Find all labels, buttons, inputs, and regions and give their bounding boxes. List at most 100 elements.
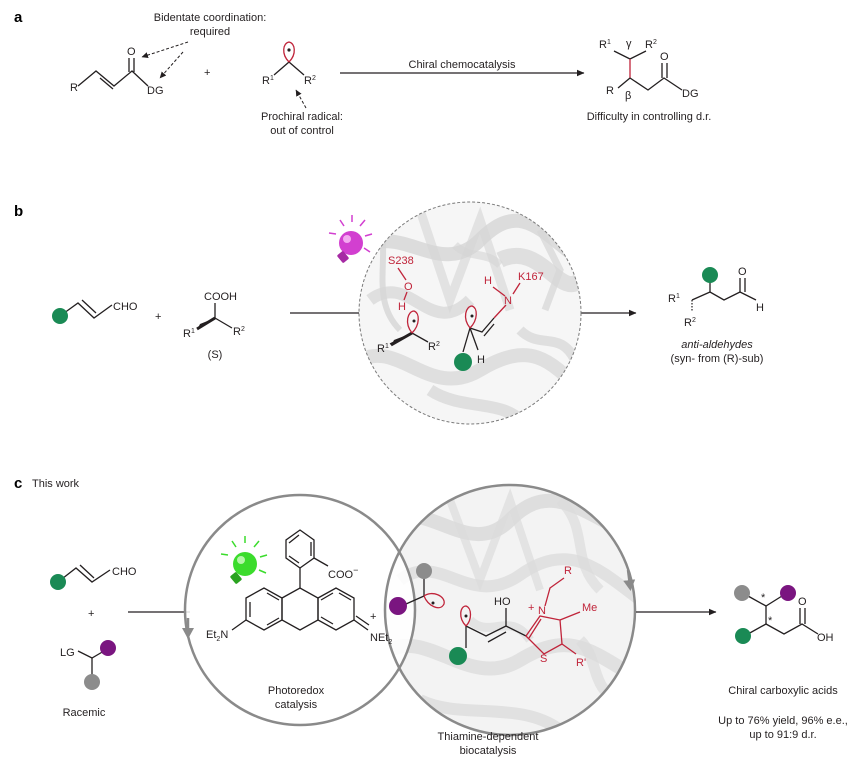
tdp-plus: + xyxy=(528,602,534,614)
panel-b-letter: b xyxy=(14,203,23,220)
photoredox-label-1: Photoredox xyxy=(268,685,325,697)
enal-CHO: CHO xyxy=(113,301,138,313)
catalyst-Et2N: Et2N xyxy=(206,629,228,643)
c-product-O: O xyxy=(798,596,807,608)
radical-R1: R1 xyxy=(262,75,274,87)
panel-b-acid: COOH R1 R2 (S) xyxy=(183,291,245,361)
panel-a-plus: + xyxy=(204,67,210,79)
product-R1: R1 xyxy=(599,39,611,51)
photoredox-label-2: catalysis xyxy=(275,699,318,711)
anti-aldehydes-label: anti-aldehydes xyxy=(681,339,753,351)
c-product-OH: OH xyxy=(817,632,834,644)
residue-K167: K167 xyxy=(518,271,544,283)
S238-H: H xyxy=(398,301,406,313)
tdp-Me: Me xyxy=(582,602,597,614)
enone-reactant: R O DG xyxy=(70,41,189,97)
panel-c: c This work CHO + LG Racemic xyxy=(14,475,848,757)
b-product-H: H xyxy=(756,302,764,314)
c-purple-dot-product xyxy=(780,585,796,601)
enone-O-label: O xyxy=(127,46,136,58)
inner-R1: R1 xyxy=(377,343,389,355)
acid-R2: R2 xyxy=(233,326,245,338)
biocatalysis-label-2: biocatalysis xyxy=(460,745,517,757)
magenta-lightbulb-icon xyxy=(328,215,373,263)
chiral-chemocatalysis-label: Chiral chemocatalysis xyxy=(409,59,516,71)
b-product-R2: R2 xyxy=(684,317,696,329)
inner-R2: R2 xyxy=(428,341,440,353)
green-substituent-dot xyxy=(52,308,68,324)
product-O: O xyxy=(660,51,669,63)
panel-b: b CHO + COOH R1 R2 (S) xyxy=(14,201,764,425)
product-stats-1: Up to 76% yield, 96% e.e., xyxy=(718,715,848,727)
chiral-acids-title: Chiral carboxylic acids xyxy=(728,685,838,697)
c-grey-dot-product xyxy=(734,585,750,601)
tdp-Rprime: R' xyxy=(576,657,586,669)
catalyst-NEt2: NEt2 xyxy=(370,632,392,646)
product-R2: R2 xyxy=(645,39,657,51)
c-enal-CHO: CHO xyxy=(112,566,137,578)
stereocenter-star-2: * xyxy=(768,615,773,627)
catalyst-COO: COO− xyxy=(328,565,358,581)
purple-dot-racemic xyxy=(100,640,116,656)
enone-R-label: R xyxy=(70,82,78,94)
acid-config: (S) xyxy=(208,349,223,361)
breslow-intermediate: HO N + S R Me R' xyxy=(449,565,597,669)
biocatalysis-label-1: Thiamine-dependent xyxy=(438,731,539,743)
panel-c-enal: CHO xyxy=(50,564,137,590)
panel-a: a Bidentate coordination: required R O D… xyxy=(14,9,711,137)
product-R: R xyxy=(606,85,614,97)
c-grey-dot-radical xyxy=(416,563,432,579)
inner-H: H xyxy=(477,354,485,366)
biocatalysis-circle xyxy=(385,485,635,735)
tdp-S: S xyxy=(540,653,547,665)
syn-note-label: (syn- from (R)-sub) xyxy=(671,353,764,365)
tdp-N: N xyxy=(538,605,546,617)
c-green-dot-enal xyxy=(50,574,66,590)
acid-R1: R1 xyxy=(183,328,195,340)
overlap-radical xyxy=(389,563,445,615)
c-green-dot-product xyxy=(735,628,751,644)
tdp-HO: HO xyxy=(494,596,511,608)
catalyst-plus-charge: + xyxy=(370,611,376,623)
radical-note-line2: out of control xyxy=(270,125,334,137)
product-DG: DG xyxy=(682,88,699,100)
grey-dot-racemic xyxy=(84,674,100,690)
green-substituent-dot-inner xyxy=(454,353,472,371)
gamma-label: γ xyxy=(626,38,632,50)
K167-N: N xyxy=(504,295,512,307)
residue-S238: S238 xyxy=(388,255,414,267)
tdp-R: R xyxy=(564,565,572,577)
rhodamine-catalyst: COO− Et2N NEt2 + xyxy=(206,529,392,646)
green-lightbulb-icon xyxy=(220,536,268,584)
enzyme-active-site: S238 O H H N K167 H xyxy=(358,201,582,425)
racemic-substrate: LG Racemic xyxy=(60,640,116,719)
radical-note-line1: Prochiral radical: xyxy=(261,111,343,123)
S238-O: O xyxy=(404,281,413,293)
panel-a-product: R1 γ R2 R β O DG Difficulty in controlli… xyxy=(587,38,712,123)
b-product-O: O xyxy=(738,266,747,278)
bidentate-note-line2: required xyxy=(190,26,230,38)
prochiral-radical: R1 R2 Prochiral radical: out of control xyxy=(261,41,343,137)
panel-c-letter: c xyxy=(14,475,22,492)
panel-c-plus: + xyxy=(88,608,94,620)
panel-a-letter: a xyxy=(14,9,23,26)
green-substituent-dot-product xyxy=(702,267,718,283)
b-product-R1: R1 xyxy=(668,293,680,305)
dr-difficulty-note: Difficulty in controlling d.r. xyxy=(587,111,712,123)
acid-COOH: COOH xyxy=(204,291,237,303)
protein-ribbon-background xyxy=(359,206,581,424)
racemic-label: Racemic xyxy=(63,707,106,719)
racemic-LG: LG xyxy=(60,647,75,659)
panel-b-enal: CHO xyxy=(52,299,138,324)
enone-DG-label: DG xyxy=(147,85,164,97)
panel-b-plus: + xyxy=(155,311,161,323)
panel-b-product: R1 R2 O H anti-aldehydes (syn- from (R)-… xyxy=(668,266,764,365)
c-purple-dot-radical xyxy=(389,597,407,615)
c-green-dot-intermediate xyxy=(449,647,467,665)
panel-c-product: * * O OH Chiral carboxylic acids Up to 7… xyxy=(718,585,848,741)
beta-label: β xyxy=(625,90,631,102)
product-stats-2: up to 91:9 d.r. xyxy=(749,729,816,741)
stereocenter-star-1: * xyxy=(761,592,766,604)
radical-R2: R2 xyxy=(304,75,316,87)
